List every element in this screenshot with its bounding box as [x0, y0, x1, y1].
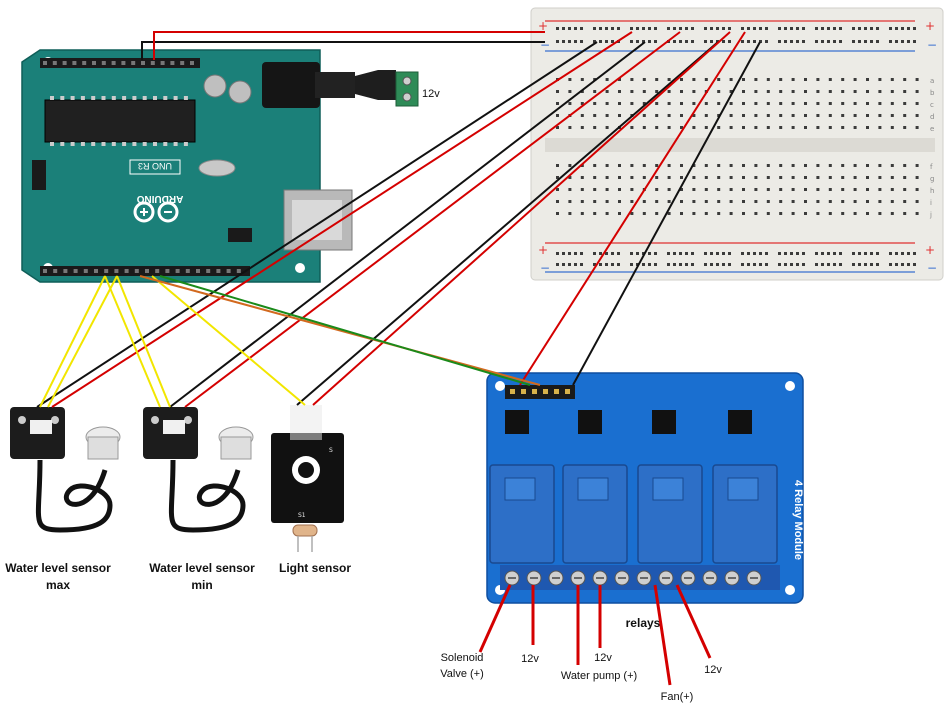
- svg-text:d: d: [930, 113, 934, 121]
- svg-text:+: +: [538, 19, 548, 33]
- water-sensor-max-sublabel: max: [46, 578, 70, 592]
- light-sensor-label: Light sensor: [279, 561, 351, 575]
- terminal-pump-label: Water pump (+): [561, 670, 637, 682]
- svg-text:−: −: [540, 261, 550, 275]
- terminal-solenoid-label: Solenoid: [441, 652, 484, 664]
- relay-output-leads: [478, 584, 712, 686]
- svg-text:b: b: [930, 89, 935, 97]
- svg-text:h: h: [930, 187, 934, 195]
- svg-text:−: −: [927, 38, 937, 52]
- arduino-brand: ARDUINO: [136, 193, 183, 204]
- relay-input-header: [505, 385, 575, 399]
- water-sensor-min-label: Water level sensor: [149, 561, 255, 575]
- svg-text:+: +: [925, 19, 935, 33]
- arduino-uno-board: ARDUINO UNO R3: [21, 49, 355, 283]
- terminal-solenoid-sublabel: Valve (+): [440, 668, 484, 680]
- water-sensor-min: [143, 407, 254, 533]
- svg-text:g: g: [930, 175, 934, 183]
- terminal-12v-label-3: 12v: [704, 664, 722, 676]
- relay-module: 4 Relay Module: [486, 372, 804, 604]
- relay-module-text: 4 Relay Module: [792, 480, 804, 560]
- water-sensor-max: [10, 407, 121, 533]
- dc-power-plug: [355, 70, 419, 107]
- wires: [36, 31, 761, 408]
- light-sensor: S S1: [271, 405, 344, 552]
- svg-text:f: f: [930, 163, 933, 171]
- water-sensor-min-sublabel: min: [191, 578, 212, 592]
- svg-text:c: c: [930, 101, 934, 109]
- svg-text:−: −: [927, 261, 937, 275]
- svg-text:e: e: [930, 125, 934, 133]
- light-sensor-pin-s: S: [329, 447, 333, 454]
- svg-text:−: −: [540, 38, 550, 52]
- terminal-12v-label-1: 12v: [521, 653, 539, 665]
- terminal-12v-label-2: 12v: [594, 652, 612, 664]
- svg-text:a: a: [930, 77, 934, 85]
- arduino-power-label: 12v: [422, 88, 440, 100]
- svg-text:j: j: [929, 211, 932, 219]
- arduino-logo: [133, 201, 179, 223]
- arduino-model: UNO R3: [138, 161, 172, 171]
- relays-title: relays: [626, 616, 661, 630]
- terminal-fan-label: Fan(+): [661, 691, 694, 703]
- svg-text:+: +: [925, 243, 935, 257]
- light-sensor-chip-label: S1: [298, 512, 306, 519]
- water-sensor-max-label: Water level sensor: [5, 561, 111, 575]
- svg-text:i: i: [930, 199, 932, 207]
- svg-text:+: +: [538, 243, 548, 257]
